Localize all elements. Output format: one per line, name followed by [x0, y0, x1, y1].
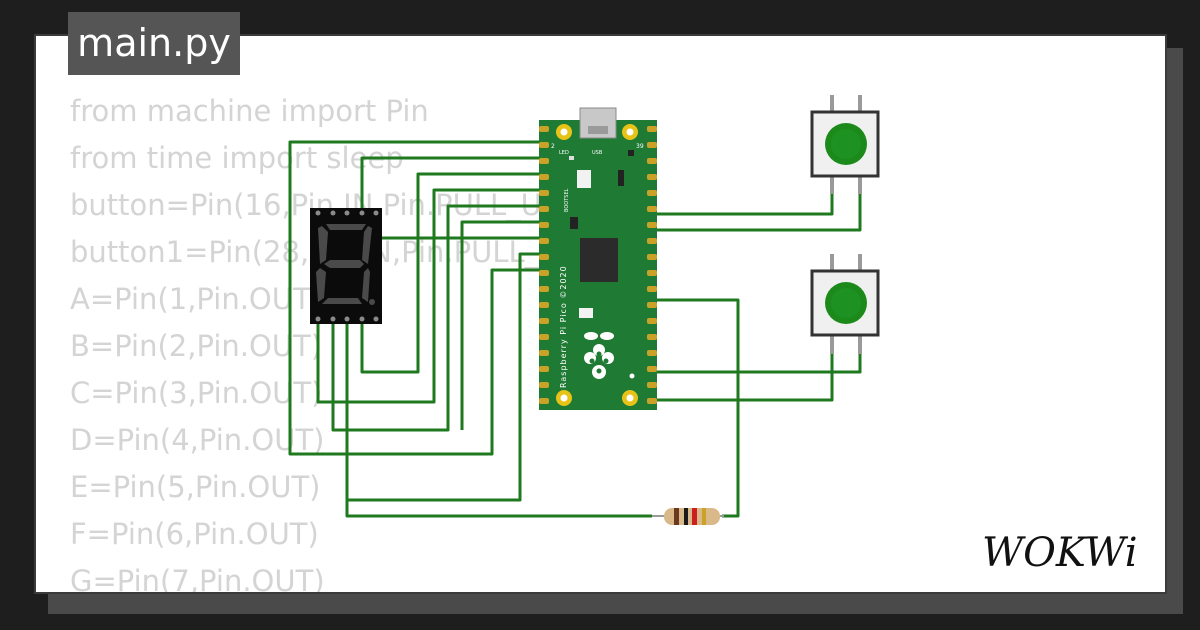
circuit-diagram: 2 39 LED USB BOOTSEL Raspberry Pi Pico ©… [288, 95, 880, 525]
bootsel-button[interactable] [577, 170, 591, 188]
raspberry-logo-icon [584, 332, 614, 379]
code-line: from machine import Pin [70, 94, 429, 128]
usb-label: USB [592, 150, 603, 156]
code-line: F=Pin(6,Pin.OUT) [70, 517, 319, 551]
code-line: A=Pin(1,Pin.OUT) [70, 282, 322, 316]
pin-label-2: 2 [551, 143, 555, 150]
code-line: D=Pin(4,Pin.OUT) [70, 423, 325, 457]
led-label: LED [559, 150, 569, 156]
code-line: B=Pin(2,Pin.OUT) [70, 329, 323, 363]
pushbutton-2[interactable] [810, 254, 880, 354]
code-line: G=Pin(7,Pin.OUT) [70, 564, 325, 594]
bootsel-label: BOOTSEL [564, 188, 570, 212]
file-tab-main-py[interactable]: main.py [68, 12, 240, 75]
rp2040-chip [580, 238, 618, 282]
pin-label-39: 39 [636, 143, 644, 150]
resistor[interactable] [652, 508, 724, 525]
pico-silkscreen-label: Raspberry Pi Pico ©2020 [559, 265, 568, 388]
raspberry-pi-pico-board[interactable]: 2 39 LED USB BOOTSEL Raspberry Pi Pico ©… [539, 107, 657, 410]
project-preview-card: from machine import Pin from time import… [34, 34, 1167, 594]
code-line: E=Pin(5,Pin.OUT) [70, 470, 321, 504]
pushbutton-1[interactable] [810, 95, 880, 194]
wokwi-logo: WOKWi [982, 530, 1138, 576]
svg-text:WOKWi: WOKWi [982, 530, 1138, 576]
code-line: C=Pin(3,Pin.OUT) [70, 376, 323, 410]
pico-header-pins [539, 126, 657, 404]
seven-segment-display[interactable] [310, 208, 382, 324]
code-line: from time import sleep [70, 141, 404, 175]
